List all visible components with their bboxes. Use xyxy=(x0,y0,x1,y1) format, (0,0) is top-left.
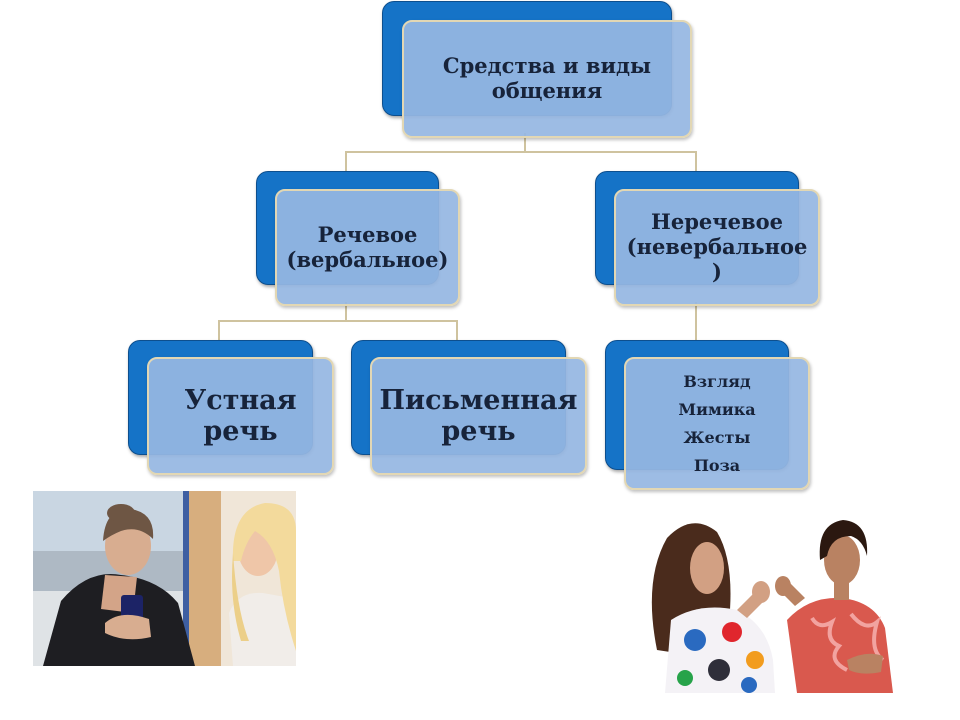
node-root-label: Средства и виды общения xyxy=(442,53,652,103)
connector-root-stem xyxy=(524,133,526,153)
photo-women-talking xyxy=(33,491,296,666)
connector-to-written xyxy=(456,320,458,340)
photo-women-gesturing xyxy=(637,510,905,693)
node-nonverbal-label: Неречевое (невербальное ) xyxy=(626,209,808,284)
connector-mid-horizontal xyxy=(218,320,458,322)
nonverbal-items-list: Взгляд Мимика Жесты Поза xyxy=(678,372,755,475)
nonverbal-item: Поза xyxy=(693,456,741,475)
connector-to-nonverbal xyxy=(695,151,697,171)
node-verbal-label: Речевое (вербальное) xyxy=(286,221,449,272)
connector-top-horizontal xyxy=(345,151,697,153)
nonverbal-item: Жесты xyxy=(683,428,751,447)
connector-verbal-stem xyxy=(345,302,347,322)
node-written-label: Письменная речь xyxy=(379,384,578,447)
node-oral-label: Устная речь xyxy=(184,384,297,447)
connector-to-verbal xyxy=(345,151,347,171)
nonverbal-item: Взгляд xyxy=(683,372,751,391)
connector-to-oral xyxy=(218,320,220,340)
connector-to-nonverbal-list xyxy=(695,302,697,340)
nonverbal-item: Мимика xyxy=(678,400,756,419)
